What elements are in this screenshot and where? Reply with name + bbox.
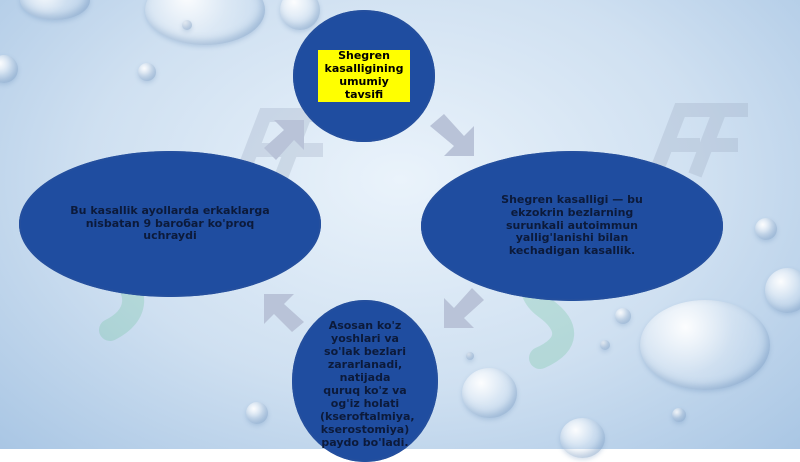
water-drop (182, 20, 192, 30)
water-drop (560, 418, 605, 458)
water-drop (672, 408, 686, 422)
water-drop (466, 352, 474, 360)
node-top-label: Shegren kasalligining umumiy tavsifi (318, 49, 410, 102)
node-bottom: Asosan ko'z yoshlari va so'lak bezlari z… (292, 300, 438, 462)
node-left: Bu kasallik ayollarda erkaklarga nisbata… (19, 151, 321, 297)
water-drop (615, 308, 631, 324)
water-drop (765, 268, 800, 313)
water-drop (600, 340, 610, 350)
node-left-label: Bu kasallik ayollarda erkaklarga nisbata… (70, 203, 270, 243)
water-drop (138, 63, 156, 81)
node-top: Shegren kasalligining umumiy tavsifi (293, 10, 435, 142)
node-right: Shegren kasalligi — bu ekzokrin bezlarni… (421, 151, 723, 301)
water-drop (246, 402, 268, 424)
watermark-letters-right (648, 103, 748, 178)
arrow-bottom-to-left (264, 294, 304, 332)
arrow-top-to-right (430, 114, 474, 156)
node-bottom-label: Asosan ko'z yoshlari va so'lak bezlari z… (320, 319, 415, 449)
water-drop (0, 55, 18, 83)
water-drop (20, 0, 90, 20)
water-drop (755, 218, 777, 240)
water-drop (462, 368, 517, 418)
arrow-right-to-bottom (444, 288, 484, 328)
node-right-label: Shegren kasalligi — bu ekzokrin bezlarni… (501, 192, 643, 258)
arrow-left-to-top (264, 120, 304, 160)
water-drop (640, 300, 770, 390)
